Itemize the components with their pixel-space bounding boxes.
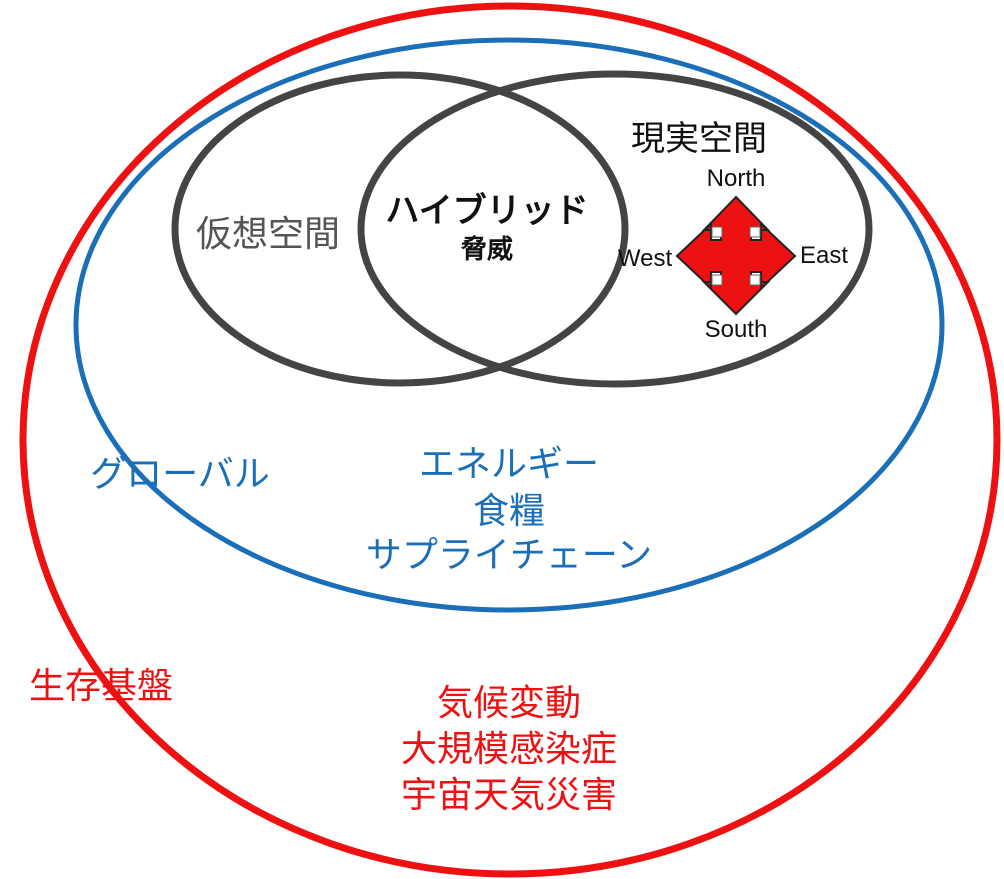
global-ellipse [73,37,945,613]
west-label: West [618,245,673,272]
foundation-item-climate: 気候変動 [437,683,581,724]
real-space-ellipse [357,70,873,388]
global-item-supply-chain: サプライチェーン [366,535,652,576]
foundation-ellipse [19,2,1001,878]
global-item-food: 食糧 [473,491,545,532]
global-label: グローバル [90,454,270,495]
north-label: North [707,165,766,192]
virtual-space-label: 仮想空間 [196,214,340,255]
foundation-label: 生存基盤 [29,666,173,707]
hybrid-label-line1: ハイブリッド [385,191,588,231]
virtual-space-ellipse [171,71,629,387]
south-label: South [705,316,768,343]
four-way-arrow-icon [675,195,797,316]
foundation-item-space-weather: 宇宙天気災害 [401,775,617,816]
foundation-item-pandemic: 大規模感染症 [401,729,617,770]
real-space-label: 現実空間 [631,119,767,159]
global-item-energy: エネルギー [419,444,599,485]
east-label: East [800,242,848,269]
hybrid-label-line2: 脅威 [460,234,513,265]
